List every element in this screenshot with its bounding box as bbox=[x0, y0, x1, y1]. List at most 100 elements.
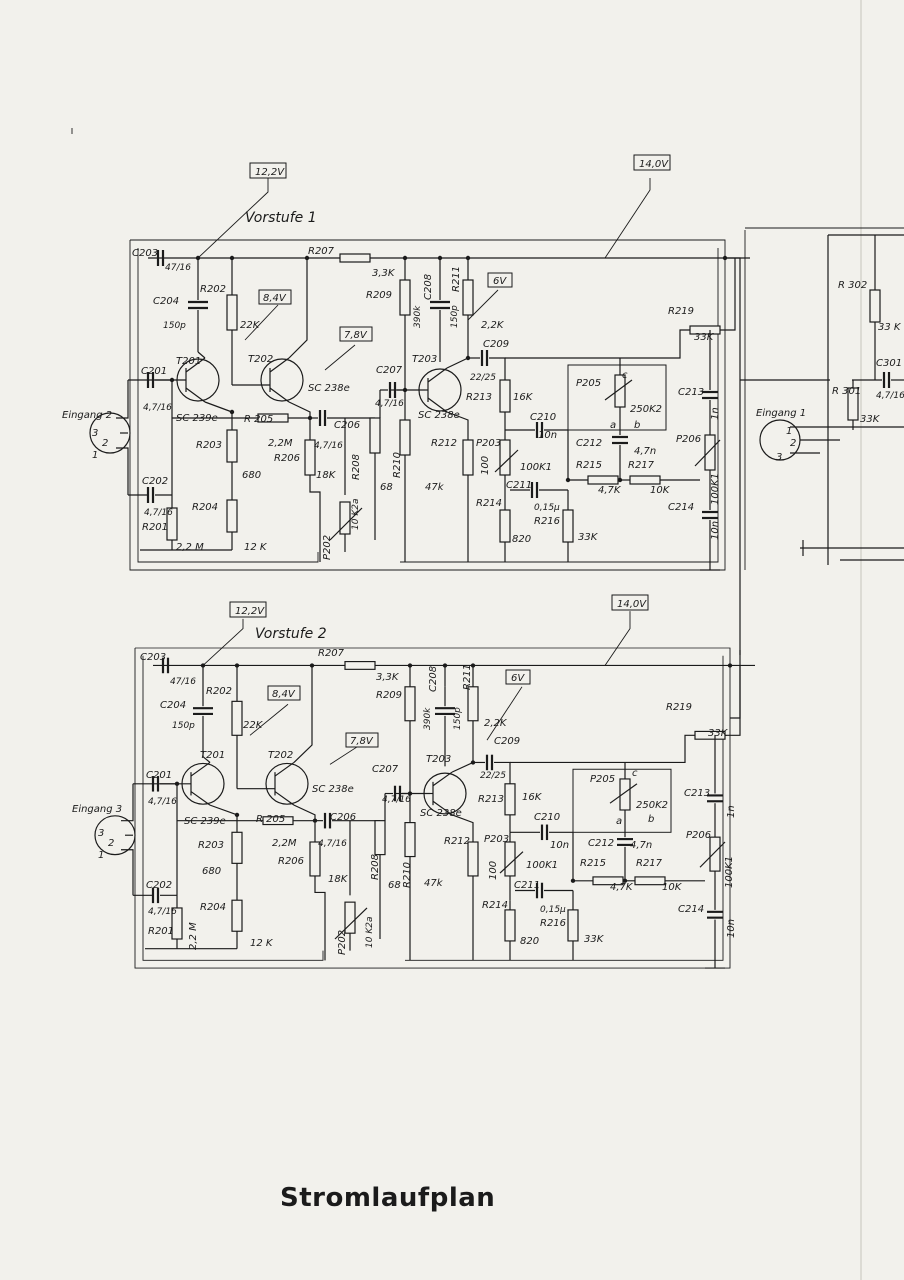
label-R206: R206 bbox=[274, 453, 300, 464]
value-C214: 10n bbox=[710, 521, 721, 540]
label-P205: P205 bbox=[576, 378, 601, 389]
page-title: Stromlaufplan bbox=[280, 1183, 496, 1213]
label-C210-2: C210 bbox=[534, 812, 560, 823]
voltage-T203-1: 6V bbox=[493, 276, 507, 287]
label-C209: C209 bbox=[483, 339, 509, 350]
label-T202-2: T202 bbox=[268, 750, 293, 761]
value-R213-2: 16K bbox=[522, 792, 543, 803]
stage-2-labels: 12,2V 14,0V Vorstufe 2 C203 47/16 R207 3… bbox=[72, 594, 737, 955]
voltage-T202-2: 7,8V bbox=[350, 736, 374, 747]
label-P203: P203 bbox=[476, 438, 501, 449]
value-R217: 10K bbox=[650, 485, 671, 496]
value-R211-2: 2,2K bbox=[484, 718, 508, 729]
value-R219-2: 33K bbox=[708, 728, 729, 739]
page-edge bbox=[860, 0, 862, 1280]
label-R217: R217 bbox=[628, 460, 655, 471]
interstage-wire bbox=[725, 257, 741, 719]
value-C203: 47/16 bbox=[165, 263, 191, 273]
supply-label-left-1: 12,2V bbox=[255, 167, 285, 178]
value-R217-2: 10K bbox=[662, 882, 683, 893]
stage-2-title: Vorstufe 2 bbox=[255, 626, 327, 642]
voltage-T203-2: 6V bbox=[511, 673, 525, 684]
label-C208: C208 bbox=[423, 274, 434, 300]
value-R211: 2,2K bbox=[481, 320, 505, 331]
label-R212: R212 bbox=[431, 438, 457, 449]
value-R216: 33K bbox=[578, 532, 599, 543]
value-P203-2: 100K1 bbox=[526, 860, 558, 871]
label-C203: C203 bbox=[132, 248, 158, 259]
value-P205: 250K2 bbox=[630, 404, 662, 415]
type-T203: SC 238e bbox=[418, 410, 460, 421]
pin-a-P205: a bbox=[610, 420, 616, 431]
label-R214: R214 bbox=[476, 498, 502, 509]
value-P203: 100K1 bbox=[520, 462, 552, 473]
value-R215-2: 4,7K bbox=[610, 882, 634, 893]
label-R205-2: R 205 bbox=[256, 814, 285, 825]
label-C201: C201 bbox=[141, 366, 167, 377]
label-R203-2: R203 bbox=[198, 840, 224, 851]
value-C212: 4,7n bbox=[634, 446, 656, 457]
supply-label-left-2: 12,2V bbox=[235, 606, 265, 617]
value-R212-2: 100 bbox=[488, 861, 499, 880]
label-R205: R 205 bbox=[244, 414, 273, 425]
label-R202-2: R202 bbox=[206, 686, 232, 697]
type-T201: SC 239e bbox=[176, 413, 218, 424]
label-R202: R202 bbox=[200, 284, 226, 295]
value-C206-2: 4,7/16 bbox=[318, 839, 347, 849]
label-P205-2: P205 bbox=[590, 774, 615, 785]
value-R215: 4,7K bbox=[598, 485, 622, 496]
value-R206-2: 18K bbox=[328, 874, 349, 885]
label-R210: R210 bbox=[392, 452, 403, 478]
label-P206-2: P206 bbox=[686, 830, 711, 841]
preamp-stage-3-fragment bbox=[744, 227, 904, 570]
value-R209: 390k bbox=[413, 305, 423, 328]
label-R213-2: R213 bbox=[478, 794, 504, 805]
value-R301: 33K bbox=[860, 414, 881, 425]
label-R209-2: R209 bbox=[376, 690, 402, 701]
label-C204: C204 bbox=[153, 296, 179, 307]
label-R215-2: R215 bbox=[580, 858, 606, 869]
value-R210-2: 47k bbox=[424, 878, 444, 889]
value-R203-2: 680 bbox=[202, 866, 221, 877]
voltage-T202-1: 7,8V bbox=[344, 330, 368, 341]
label-R301: R 301 bbox=[832, 386, 861, 397]
label-R204-2: R204 bbox=[200, 902, 226, 913]
label-R203: R203 bbox=[196, 440, 222, 451]
jack3-pin-1: 1 bbox=[786, 426, 792, 437]
value-R204-2: 12 K bbox=[250, 938, 274, 949]
value-C209-2: 22/25 bbox=[480, 771, 506, 781]
label-C214-2: C214 bbox=[678, 904, 704, 915]
label-R201-2: R201 bbox=[148, 926, 174, 937]
value-C210: 10n bbox=[538, 430, 557, 441]
value-R219: 33K bbox=[694, 332, 715, 343]
label-C202: C202 bbox=[142, 476, 168, 487]
stage-1-title: Vorstufe 1 bbox=[245, 210, 317, 226]
label-C213: C213 bbox=[678, 387, 704, 398]
label-R206-2: R206 bbox=[278, 856, 304, 867]
label-P203-2: P203 bbox=[484, 834, 509, 845]
label-C201-2: C201 bbox=[146, 770, 172, 781]
value-C207: 4,7/16 bbox=[375, 399, 404, 409]
jack-pin-1: 1 bbox=[92, 450, 98, 461]
value-R207-2: 3,3K bbox=[376, 672, 400, 683]
jack-pin-2: 2 bbox=[102, 438, 108, 449]
supply-label-right-1: 14,0V bbox=[639, 159, 669, 170]
supply-label-right-2: 14,0V bbox=[617, 599, 647, 610]
jack3-pin-3: 3 bbox=[776, 452, 782, 463]
label-T201-2: T201 bbox=[200, 750, 225, 761]
value-C206: 4,7/16 bbox=[314, 441, 343, 451]
label-P202-2: P202 bbox=[337, 930, 348, 955]
pin-c-P205: c bbox=[622, 370, 628, 381]
value-R209-2: 390k bbox=[423, 707, 433, 730]
value-C204: 150p bbox=[163, 321, 186, 331]
label-R208: R208 bbox=[351, 454, 362, 480]
label-C206: C206 bbox=[334, 420, 360, 431]
value-R203: 680 bbox=[242, 470, 261, 481]
input-label-stage-3: Eingang 1 bbox=[756, 408, 806, 419]
value-C208-2: 150p bbox=[453, 707, 463, 730]
label-R211: R211 bbox=[451, 266, 462, 292]
value-R204: 12 K bbox=[244, 542, 268, 553]
jack2-pin-1: 1 bbox=[98, 850, 104, 861]
value-C211-2: 0,15µ bbox=[540, 905, 566, 915]
